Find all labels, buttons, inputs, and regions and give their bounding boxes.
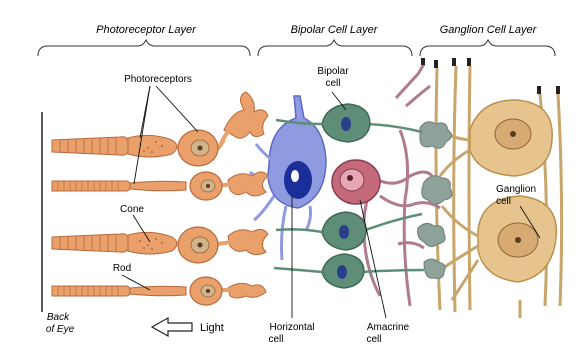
- bipolar-cell-label-line1: Bipolar: [317, 66, 349, 77]
- bipolar-cell-middle: [276, 212, 366, 250]
- amacrine-tips: [421, 58, 425, 65]
- layer-brackets: [38, 40, 555, 56]
- cone-2: [52, 227, 218, 263]
- bipolar-layer-label: Bipolar Cell Layer: [291, 24, 379, 36]
- rod-1: [52, 172, 222, 200]
- bipolar-cell-bottom: [274, 254, 364, 288]
- amacrine-cell-label-line2: cell: [366, 334, 381, 345]
- rod-label: Rod: [113, 263, 131, 274]
- ganglion-cell-top: [470, 100, 552, 176]
- horizontal-cell-label-line1: Horizontal: [269, 322, 314, 333]
- ganglion-cell-label-line1: Ganglion: [496, 184, 536, 195]
- bipolar-layer-bracket: [258, 40, 412, 56]
- ganglion-cell-bottom: [478, 196, 556, 282]
- ganglion-layer-label: Ganglion Cell Layer: [440, 24, 538, 36]
- photoreceptors-label: Photoreceptors: [124, 74, 192, 85]
- synapse-clusters: [418, 122, 452, 279]
- cone-label: Cone: [120, 204, 144, 215]
- back-of-eye-label-line1: Back: [47, 312, 70, 323]
- amacrine-cell-label-line1: Amacrine: [367, 322, 410, 333]
- rod-2: [52, 277, 222, 305]
- horizontal-cell-label-line2: cell: [268, 334, 283, 345]
- light-arrow-icon: [152, 318, 192, 336]
- amacrine-cell: [332, 160, 380, 204]
- bipolar-cell-label-line2: cell: [325, 78, 340, 89]
- axon-tips: [434, 58, 560, 94]
- photoreceptor-terminals: [224, 92, 268, 298]
- ganglion-layer-bracket: [420, 40, 555, 56]
- cone-1: [52, 130, 218, 166]
- photoreceptor-layer-bracket: [38, 40, 250, 56]
- light-label: Light: [200, 322, 224, 334]
- back-of-eye-label-line2: of Eye: [46, 324, 75, 335]
- ganglion-cell-label-line2: cell: [496, 196, 511, 207]
- photoreceptor-layer-label: Photoreceptor Layer: [96, 24, 197, 36]
